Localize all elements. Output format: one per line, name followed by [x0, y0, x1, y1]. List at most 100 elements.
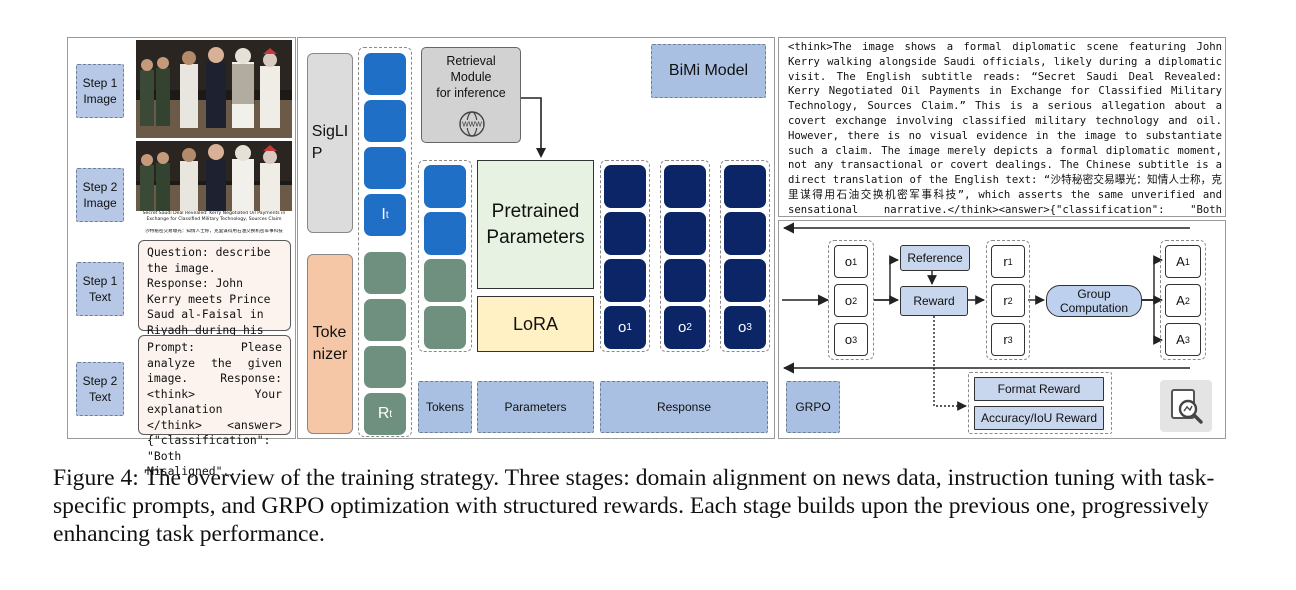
- response-token: [604, 259, 646, 302]
- grpo-reward-cell-sub: 2: [1007, 295, 1013, 306]
- grpo-a-column: [1160, 240, 1206, 360]
- encoder-token-column: [358, 47, 412, 437]
- image-token: [364, 53, 406, 95]
- response-token-sub: 3: [746, 322, 752, 333]
- bimi-model-label: BiMi Model: [668, 62, 749, 79]
- image-token: [364, 100, 406, 142]
- grpo-output-cell-label: o: [844, 332, 853, 347]
- response-token: [724, 165, 766, 208]
- lora-label: LoRA: [512, 313, 559, 334]
- retrieval-label: Retrieval Module for inference: [436, 54, 506, 100]
- text-token-sub: t: [389, 408, 393, 420]
- retrieval-arrow: [521, 97, 546, 158]
- step1-text-label: Step 1 Text: [76, 262, 124, 316]
- bimi-model-box: BiMi Model: [651, 44, 766, 98]
- grpo-advantage-cell-sub: 2: [1184, 295, 1190, 306]
- grpo-r-column: [986, 240, 1030, 360]
- response-token-label: o: [678, 319, 687, 336]
- image-token: [364, 147, 406, 189]
- www-text: WWW: [462, 122, 482, 129]
- response-column: [720, 160, 770, 352]
- response-token: [664, 212, 706, 255]
- response-token-label: o: [618, 319, 627, 336]
- grpo-reward-cell-sub: 1: [1007, 256, 1013, 267]
- grpo-label: GRPO: [786, 381, 840, 433]
- grpo-reward-cell-sub: 3: [1007, 334, 1013, 345]
- response-token-sub: 2: [686, 322, 692, 333]
- grpo-reward-cell-label: r: [1003, 293, 1008, 308]
- question-textbox: Question: describe the image. Response: …: [138, 240, 291, 368]
- evaluation-icon: [1160, 380, 1212, 432]
- response-label: Response: [600, 381, 768, 433]
- response-column: [660, 160, 710, 352]
- response-column: [600, 160, 650, 352]
- response-token-sub: 1: [626, 322, 632, 333]
- image-token-label: I: [381, 206, 386, 223]
- text-token: [364, 252, 406, 294]
- news-photo-2: Secret Saudi Deal Revealed: Kerry Negoti…: [136, 141, 292, 237]
- response-token: [664, 259, 706, 302]
- news-photo-1: [136, 40, 292, 138]
- grpo-output-cell-label: o: [844, 254, 853, 269]
- grpo-o-column: [828, 240, 874, 360]
- input-token: [424, 259, 466, 302]
- image-token-sub: t: [385, 209, 389, 221]
- response-token: [604, 165, 646, 208]
- grpo-advantage-cell-sub: 1: [1184, 256, 1190, 267]
- response-token: [724, 259, 766, 302]
- input-token-column: [418, 160, 472, 352]
- reference-box: Reference: [900, 245, 970, 271]
- lora-box: LoRA: [477, 296, 594, 352]
- grpo-output-cell-label: o: [844, 293, 853, 308]
- photo-scene-2: [136, 141, 292, 211]
- grpo-output-cell-sub: 1: [852, 256, 858, 267]
- siglip-label: SigLI P: [311, 123, 349, 162]
- retrieval-module: Retrieval Module for inference WWW: [421, 47, 521, 143]
- figure-caption: Figure 4: The overview of the training s…: [53, 465, 1215, 547]
- input-token: [424, 306, 466, 349]
- input-token: [424, 165, 466, 208]
- prompt-textbox: Prompt: Please analyze the given image. …: [138, 335, 291, 478]
- grpo-arrows: [782, 222, 1190, 411]
- reward-box: Reward: [900, 286, 968, 316]
- grpo-output-cell-sub: 2: [852, 295, 858, 306]
- text-token: [364, 346, 406, 388]
- grpo-reward-cell-label: r: [1003, 332, 1008, 347]
- step1-image-label: Step 1 Image: [76, 64, 124, 118]
- tokenizer-label: Toke nizer: [312, 324, 348, 363]
- response-token: [604, 212, 646, 255]
- text-token-label: R: [377, 405, 390, 422]
- response-token: [664, 165, 706, 208]
- response-token-label: o: [738, 319, 747, 336]
- tokens-label: Tokens: [418, 381, 472, 433]
- parameters-label: Parameters: [477, 381, 594, 433]
- step2-image-label: Step 2 Image: [76, 168, 124, 222]
- sub-rewards-group: [968, 372, 1112, 434]
- grpo-advantage-cell-sub: 3: [1184, 334, 1190, 345]
- magnifier-chart-icon: [1171, 389, 1203, 424]
- siglip-encoder: SigLI P: [307, 53, 353, 233]
- response-token: [724, 212, 766, 255]
- reasoning-panel: [778, 37, 1226, 217]
- globe-icon: WWW: [459, 111, 485, 137]
- step2-text-label: Step 2 Text: [76, 362, 124, 416]
- accuracy-reward-box: Accuracy/IoU Reward: [974, 406, 1104, 430]
- grpo-advantage-cell-label: A: [1176, 254, 1185, 269]
- grpo-advantage-cell-label: A: [1176, 332, 1185, 347]
- tokenizer: Toke nizer: [307, 254, 353, 434]
- grpo-reward-cell-label: r: [1003, 254, 1008, 269]
- text-token: [364, 299, 406, 341]
- format-reward-box: Format Reward: [974, 377, 1104, 401]
